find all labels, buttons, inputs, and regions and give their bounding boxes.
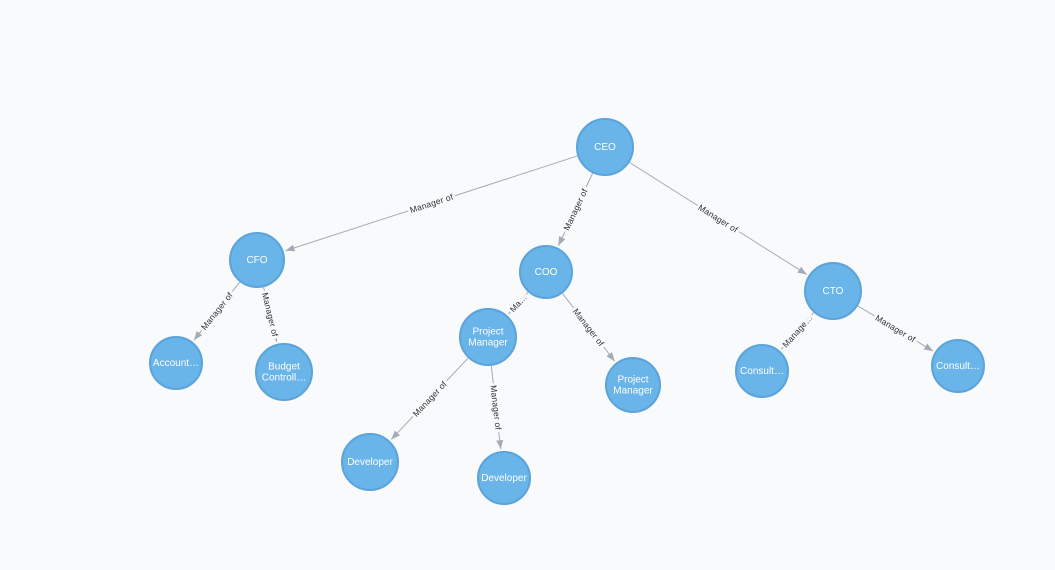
node-developer-1[interactable]: Developer	[341, 433, 399, 491]
node-circle-coo[interactable]	[519, 245, 573, 299]
edge-ceo-to-cfo[interactable]: Manager of	[285, 155, 578, 252]
relationship-line[interactable]	[263, 287, 279, 342]
edge-ceo-to-cto[interactable]: Manager of	[629, 162, 808, 275]
node-cto[interactable]: CTO	[804, 262, 862, 320]
edge-project-manager-1-to-developer-2[interactable]: Manager of	[486, 365, 506, 450]
node-circle-developer-1[interactable]	[341, 433, 399, 491]
node-circle-project-manager-1[interactable]	[459, 308, 517, 366]
relationship-line[interactable]	[857, 305, 934, 352]
node-consultant-2[interactable]: Consult…	[931, 339, 985, 393]
relationship-line[interactable]	[629, 162, 808, 275]
node-circle-ceo[interactable]	[576, 118, 634, 176]
relationship-line[interactable]	[193, 281, 241, 341]
edge-cfo-to-accountant[interactable]: Manager of	[193, 281, 241, 341]
relationship-type-label[interactable]: Manager of	[694, 200, 743, 238]
relationship-line[interactable]	[490, 365, 504, 450]
edge-ceo-to-coo[interactable]: Manager of	[557, 173, 594, 246]
node-circle-accountant[interactable]	[149, 336, 203, 390]
relationship-line[interactable]	[508, 291, 529, 315]
node-circle-cfo[interactable]	[229, 232, 285, 288]
relationship-type-label[interactable]: Manager of	[196, 287, 237, 334]
relationship-line[interactable]	[562, 293, 616, 362]
edge-cto-to-consultant-1[interactable]: Manage…	[778, 310, 817, 352]
edge-coo-to-project-manager-1[interactable]: Ma…	[505, 289, 531, 316]
node-developer-2[interactable]: Developer	[477, 451, 531, 505]
node-circle-cto[interactable]	[804, 262, 862, 320]
relationship-type-label[interactable]: Manager of	[871, 310, 920, 347]
edge-cto-to-consultant-2[interactable]: Manager of	[857, 305, 934, 352]
node-cfo[interactable]: CFO	[229, 232, 285, 288]
node-circle-consultant-1[interactable]	[735, 344, 789, 398]
relationship-type-label[interactable]: Manager of	[406, 189, 457, 218]
node-circle-developer-2[interactable]	[477, 451, 531, 505]
node-circle-consultant-2[interactable]	[931, 339, 985, 393]
relationship-line[interactable]	[390, 357, 469, 440]
relationship-type-label[interactable]: Manager of	[408, 376, 451, 421]
node-consultant-1[interactable]: Consult…	[735, 344, 789, 398]
relationship-line[interactable]	[557, 173, 594, 246]
relationship-type-label[interactable]: Manager of	[257, 289, 282, 341]
relationship-line[interactable]	[780, 312, 815, 350]
edge-coo-to-project-manager-2[interactable]: Manager of	[562, 293, 616, 362]
node-ceo[interactable]: CEO	[576, 118, 634, 176]
edge-cfo-to-budget-controller[interactable]: Manager of	[257, 287, 283, 342]
node-circle-budget-controller[interactable]	[255, 343, 313, 401]
edge-project-manager-1-to-developer-1[interactable]: Manager of	[390, 357, 469, 440]
relationship-type-label[interactable]: Manage…	[778, 310, 817, 352]
relationship-line[interactable]	[285, 155, 578, 252]
relationship-type-label[interactable]: Manager of	[559, 184, 592, 234]
relationship-type-label[interactable]: Manager of	[568, 304, 609, 351]
node-circle-project-manager-2[interactable]	[605, 357, 661, 413]
relationship-type-label[interactable]: Manager of	[486, 382, 506, 433]
node-coo[interactable]: COO	[519, 245, 573, 299]
node-accountant[interactable]: Account…	[149, 336, 203, 390]
